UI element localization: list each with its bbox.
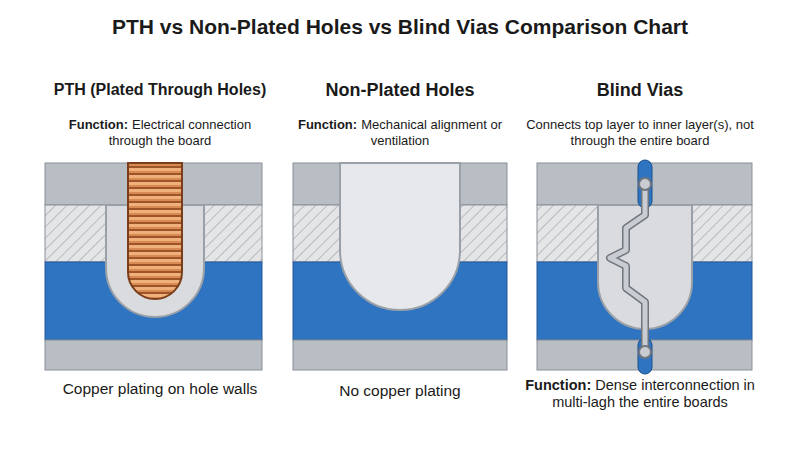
column-heading: Non-Plated Holes bbox=[280, 80, 520, 102]
label-text: Blind Vias bbox=[597, 80, 684, 100]
function-note: Function:Electrical connection through t… bbox=[45, 117, 275, 148]
non-plated-cross-section bbox=[293, 163, 507, 370]
label-text: PTH (Plated Through Holes) bbox=[54, 81, 266, 98]
function-prefix: Function: bbox=[69, 117, 128, 132]
column-heading: Blind Vias bbox=[520, 80, 760, 102]
label-text: Mechanical alignment or ventilation bbox=[361, 117, 502, 148]
column-heading: PTH (Plated Through Holes) bbox=[40, 80, 280, 99]
function-note: Connects top layer to inner layer(s), no… bbox=[522, 117, 758, 148]
function-prefix: Function: bbox=[298, 117, 357, 132]
blind-via-cross-section bbox=[537, 160, 752, 374]
label-text: Connects top layer to inner layer(s), no… bbox=[526, 117, 754, 148]
caption-text: Function:Dense interconnection in multi-… bbox=[518, 377, 762, 412]
label-text: Non-Plated Holes bbox=[325, 80, 474, 100]
function-note: Function: Mechanical alignment or ventila… bbox=[285, 117, 515, 148]
label-text: Copper plating on hole walls bbox=[63, 380, 258, 397]
caption-text: Copper plating on hole walls bbox=[60, 380, 260, 399]
pth-cross-section bbox=[45, 163, 262, 370]
label-text: Electrical connection through the board bbox=[109, 117, 252, 148]
label-text: No copper plating bbox=[339, 382, 461, 399]
function-prefix: Function: bbox=[525, 377, 591, 393]
caption-text: No copper plating bbox=[290, 382, 510, 401]
chart-title: PTH vs Non-Plated Holes vs Blind Vias Co… bbox=[10, 14, 790, 39]
